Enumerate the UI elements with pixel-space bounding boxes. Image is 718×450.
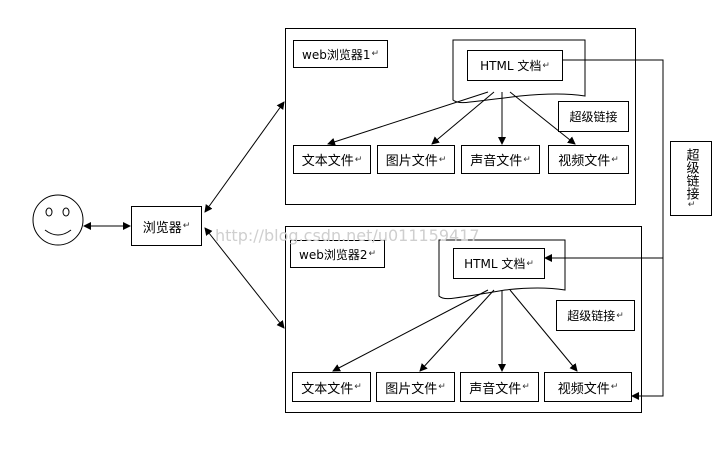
panel1-fanout-arrows bbox=[327, 91, 576, 146]
panel2-fanout-arrows bbox=[332, 289, 578, 372]
panel1-title: web浏览器1 bbox=[293, 40, 388, 68]
smiley-face-icon bbox=[32, 194, 84, 246]
panel1-file-audio: 声音文件 bbox=[461, 145, 540, 174]
side-hyperlink-box: 超级链接 bbox=[670, 141, 712, 216]
panel2-file-text: 文本文件 bbox=[292, 372, 371, 402]
hyperlink-route-lower bbox=[631, 258, 664, 400]
panel2-file-video: 视频文件 bbox=[544, 372, 632, 402]
panel1-file-image: 图片文件 bbox=[377, 145, 455, 174]
browser-panel2-connector bbox=[204, 227, 285, 329]
panel2-title: web浏览器2 bbox=[290, 240, 385, 268]
panel1-file-text: 文本文件 bbox=[293, 145, 371, 174]
web-browser-2-panel bbox=[285, 226, 642, 413]
panel1-html-doc: HTML 文档 bbox=[467, 50, 563, 81]
panel1-hyperlink: 超级链接 bbox=[558, 101, 629, 132]
panel1-file-video: 视频文件 bbox=[548, 145, 629, 174]
browser-label: 浏览器 bbox=[142, 220, 182, 236]
web-browser-1-panel bbox=[285, 28, 636, 205]
panel2-file-image: 图片文件 bbox=[376, 372, 455, 402]
browser-box: 浏览器 bbox=[131, 206, 202, 246]
watermark-text: http://blog.csdn.net/u011159417 bbox=[215, 226, 480, 245]
panel2-html-doc: HTML 文档 bbox=[453, 248, 545, 279]
panel2-file-audio: 声音文件 bbox=[460, 372, 539, 402]
hyperlink-route-upper bbox=[544, 59, 664, 262]
browser-panel1-connector bbox=[204, 101, 285, 213]
panel2-hyperlink: 超级链接 bbox=[556, 300, 635, 331]
